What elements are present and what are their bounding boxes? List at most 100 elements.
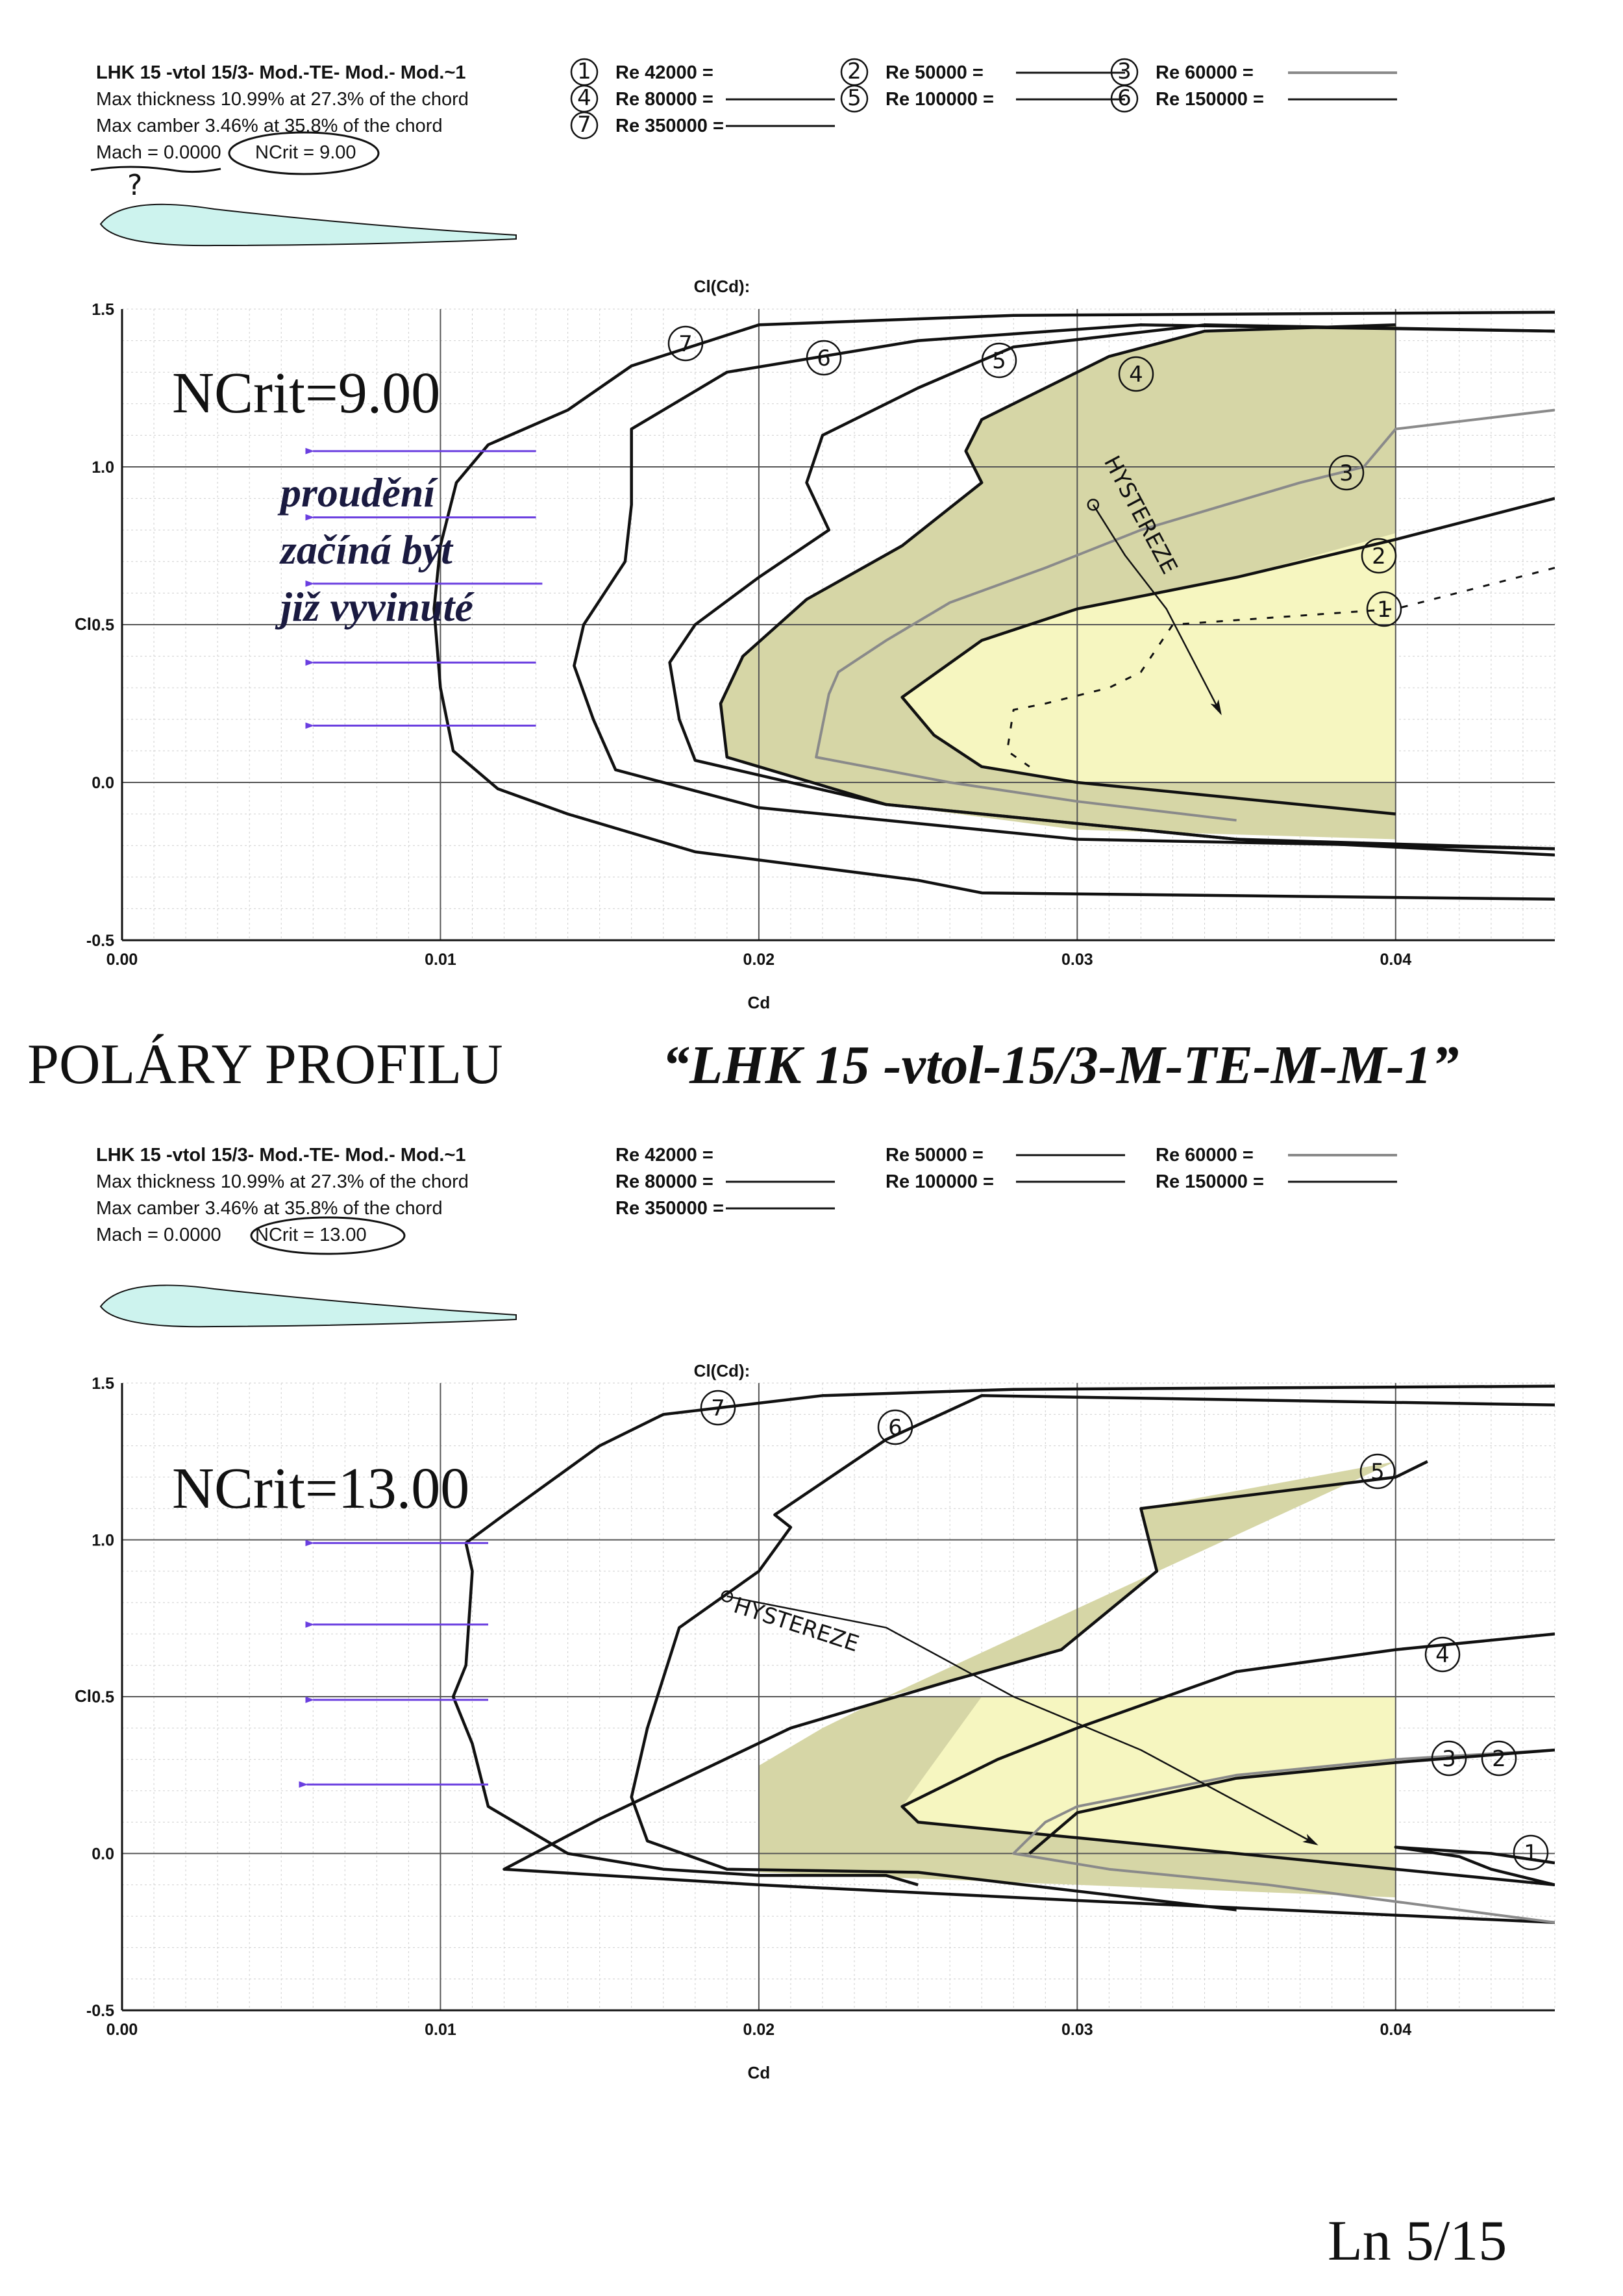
legend-label-6: Re 150000 = (1156, 89, 1264, 110)
legend-mark-circle-5 (840, 84, 869, 113)
legend-label-2: Re 50000 = (886, 1145, 984, 1166)
series-mark-1: 1 (1524, 1840, 1538, 1866)
chart1-underline (90, 166, 221, 173)
chart2-legend: Re 42000 =Re 50000 =Re 60000 =Re 80000 =… (615, 1145, 1397, 1219)
shaded-area-light (902, 533, 1396, 782)
chart1-ncrit: NCrit = 9.00 (255, 142, 356, 163)
series-line-re-50000 (1028, 1748, 1555, 1855)
legend-mark-circle-6 (1110, 84, 1139, 113)
chart1-ncrit-circle (228, 131, 380, 175)
y-axis-label: Cl (75, 614, 92, 634)
series-mark-2: 2 (1372, 543, 1386, 569)
series-line-re-80000 (719, 323, 1555, 857)
series-mark-3: 3 (1339, 460, 1354, 486)
series-mark-5: 5 (1370, 1459, 1385, 1485)
chart2-hysteresis-label: HYSTEREZE (730, 1593, 862, 1658)
hysteresis-arrow (726, 1595, 1319, 1845)
x-axis-label: Cd (748, 993, 771, 1012)
y-tick-label: 1.5 (92, 301, 114, 319)
x-tick-label: 0.03 (1061, 2021, 1093, 2039)
series-mark-circle-2 (1481, 1740, 1517, 1777)
series-mark-2: 2 (1492, 1746, 1506, 1772)
chart2-airfoil-shape (99, 1284, 517, 1328)
chart1-plot-title: Cl(Cd): (694, 277, 750, 296)
series-line-re-350000 (432, 310, 1555, 901)
series-line-re-350000 (451, 1384, 1555, 1886)
hysteresis-start-circle (721, 1590, 734, 1603)
legend-label-7: Re 350000 = (615, 1198, 724, 1219)
series-line-re-42000 (1006, 567, 1555, 767)
series-line-re-100000 (502, 1460, 1555, 1925)
chart2-header: LHK 15 -vtol 15/3- Mod.-TE- Mod.- Mod.~1… (96, 1145, 517, 1328)
x-axis-label: Cd (748, 2063, 771, 2082)
series-mark-circle-6 (877, 1409, 913, 1445)
series-mark-circle-1 (1366, 591, 1402, 627)
legend-label-5: Re 100000 = (886, 89, 994, 110)
legend-label-5: Re 100000 = (886, 1171, 994, 1192)
y-tick-label: 1.0 (92, 458, 114, 477)
legend-mark-5: 5 (847, 85, 861, 111)
series-mark-circle-7 (667, 325, 704, 362)
y-tick-label: 0.5 (92, 1688, 114, 1706)
series-mark-circle-6 (806, 340, 842, 376)
series-mark-5: 5 (992, 348, 1006, 374)
legend-mark-circle-7 (570, 111, 599, 140)
y-tick-label: 1.0 (92, 1532, 114, 1550)
y-tick-label: 0.0 (92, 774, 114, 792)
chart1-mach: Mach = 0.0000 (96, 142, 221, 163)
series-mark-1: 1 (1377, 597, 1391, 623)
chart1-ncrit-label: NCrit=9.00 (172, 361, 440, 425)
x-tick-label: 0.00 (106, 951, 138, 969)
profile-title: “LHK 15 -vtol-15/3-M-TE-M-M-1” (662, 1035, 1459, 1095)
legend-label-6: Re 150000 = (1156, 1171, 1264, 1192)
series-mark-7: 7 (711, 1395, 725, 1421)
y-tick-label: -0.5 (86, 2002, 114, 2020)
legend-label-4: Re 80000 = (615, 1171, 713, 1192)
chart2-ncrit-circle (250, 1216, 406, 1255)
chart2-thickness: Max thickness 10.99% at 27.3% of the cho… (96, 1171, 469, 1192)
series-line-re-60000 (815, 408, 1555, 822)
legend-label-7: Re 350000 = (615, 116, 724, 136)
legend-label-4: Re 80000 = (615, 89, 713, 110)
series-mark-circle-5 (1359, 1453, 1396, 1490)
legend-mark-3: 3 (1117, 58, 1132, 84)
chart1-camber: Max camber 3.46% at 35.8% of the chord (96, 116, 443, 136)
series-mark-circle-3 (1328, 455, 1365, 491)
y-tick-label: 1.5 (92, 1375, 114, 1393)
series-mark-4: 4 (1435, 1642, 1450, 1668)
y-tick-label: -0.5 (86, 932, 114, 950)
y-tick-label: 0.5 (92, 616, 114, 634)
chart2-ncrit-label: NCrit=13.00 (172, 1456, 469, 1521)
x-tick-label: 0.02 (743, 951, 775, 969)
series-mark-circle-2 (1361, 538, 1397, 574)
hysteresis-start-circle (1087, 499, 1100, 511)
x-tick-label: 0.01 (425, 2021, 456, 2039)
x-tick-label: 0.00 (106, 2021, 138, 2039)
chart1-note-line-2: začíná být (279, 527, 454, 573)
legend-label-3: Re 60000 = (1156, 1145, 1254, 1166)
chart1-question-mark: ? (127, 169, 142, 202)
series-line-re-150000 (573, 323, 1555, 851)
chart2-plot-title: Cl(Cd): (694, 1361, 750, 1380)
x-tick-label: 0.01 (425, 951, 456, 969)
series-mark-6: 6 (888, 1415, 902, 1441)
page-title: POLÁRY PROFILU (27, 1033, 503, 1096)
x-tick-label: 0.04 (1380, 951, 1411, 969)
series-mark-circle-3 (1431, 1740, 1467, 1777)
series-line-re-42000 (1394, 1845, 1555, 1886)
series-mark-circle-4 (1424, 1636, 1461, 1673)
chart1-profile-name: LHK 15 -vtol 15/3- Mod.-TE- Mod.- Mod.~1 (96, 62, 466, 83)
series-mark-4: 4 (1129, 362, 1143, 388)
legend-label-3: Re 60000 = (1156, 62, 1254, 83)
chart1-airfoil-shape (99, 203, 517, 247)
hysteresis-arrow (1092, 504, 1222, 716)
chart1-thickness: Max thickness 10.99% at 27.3% of the cho… (96, 89, 469, 110)
legend-mark-2: 2 (847, 58, 861, 84)
x-tick-label: 0.04 (1380, 2021, 1411, 2039)
shaded-area-light (902, 1697, 1396, 1854)
series-mark-circle-4 (1118, 356, 1154, 392)
chart2-mach: Mach = 0.0000 (96, 1225, 221, 1245)
chart1-note-line-3: již vyvinuté (275, 584, 475, 630)
